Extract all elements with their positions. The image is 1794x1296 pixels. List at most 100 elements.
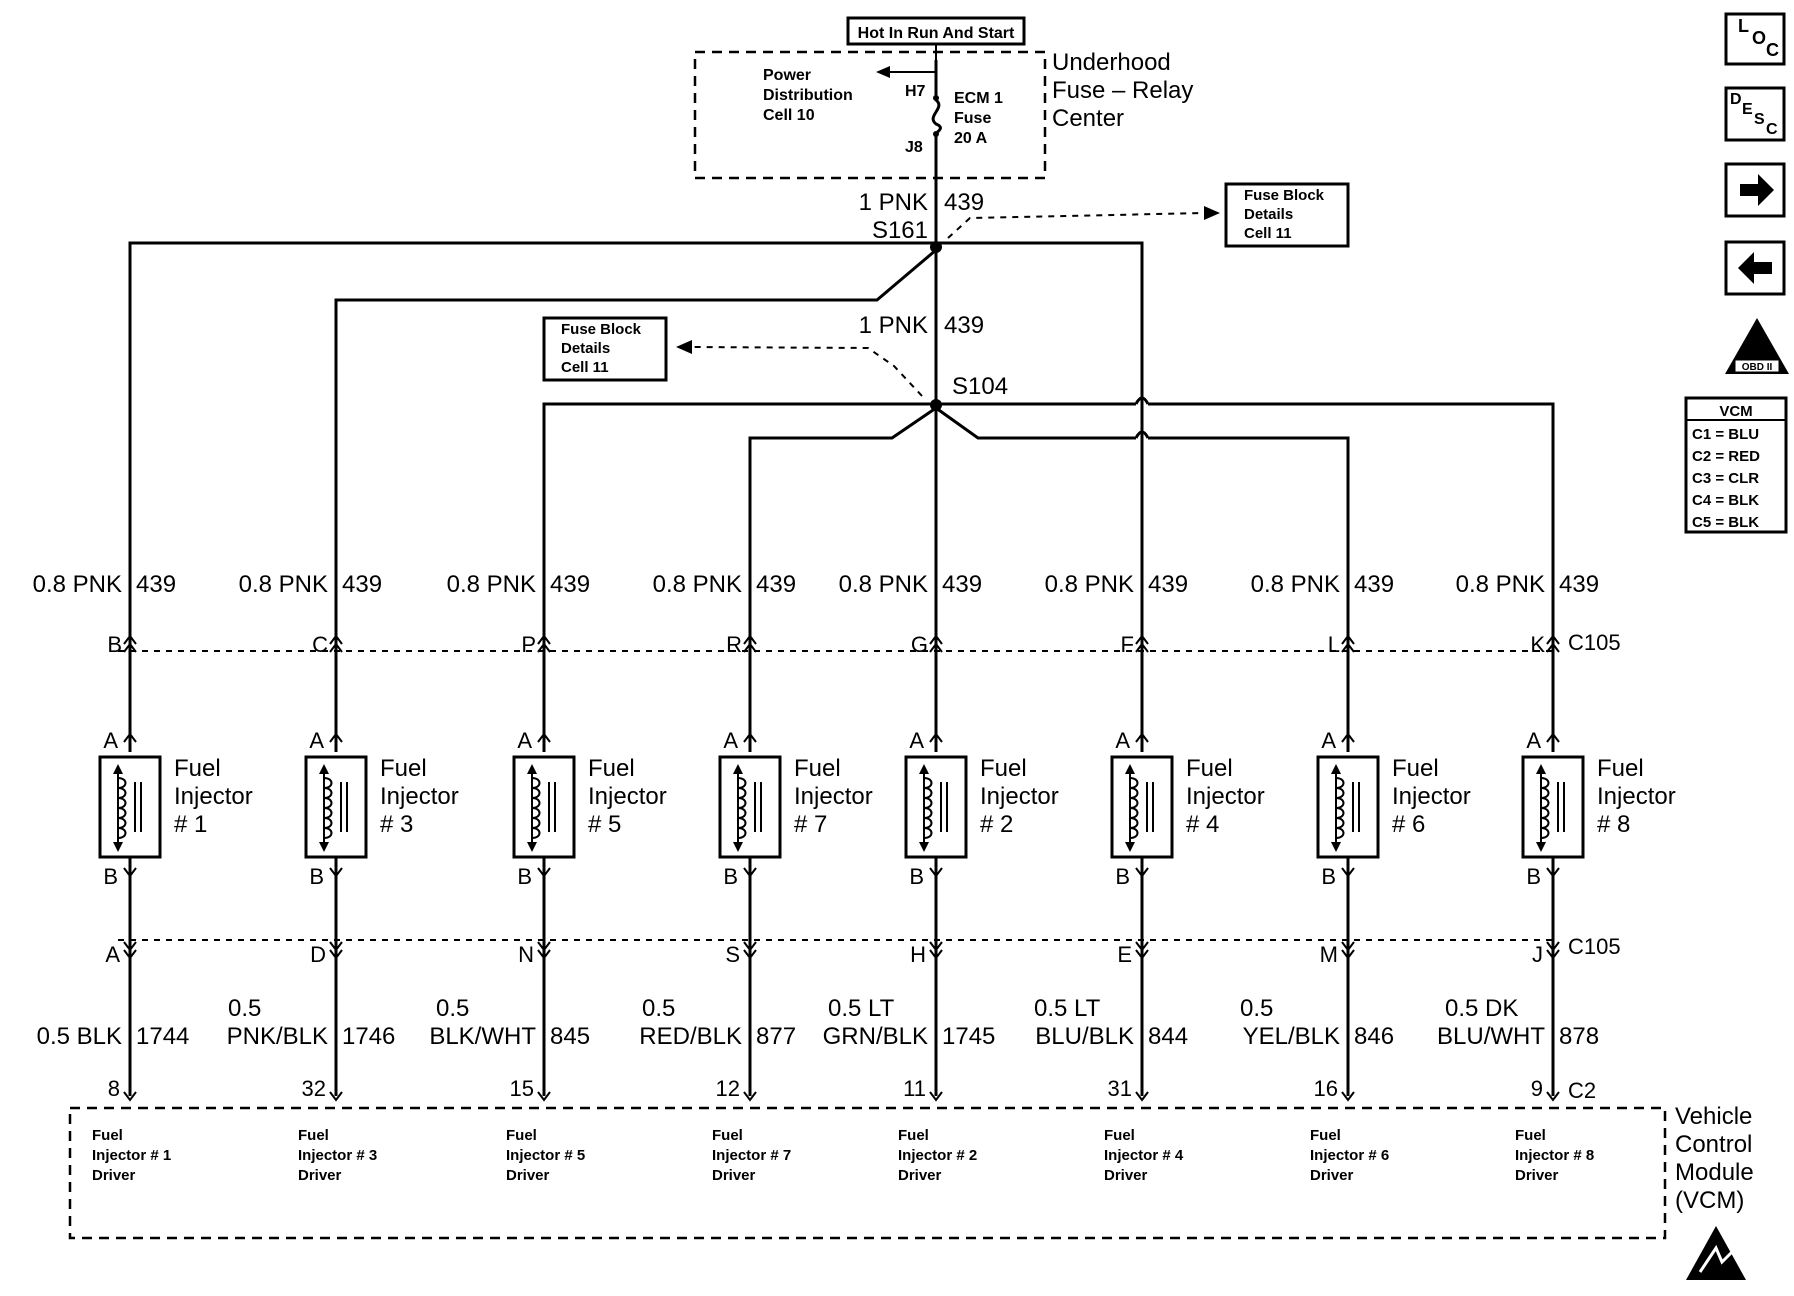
driver-label: Fuel: [1310, 1127, 1341, 1144]
desc-glyph: D: [1730, 91, 1742, 108]
fuse-line: Fuse: [954, 110, 991, 127]
driver-label: Driver: [1310, 1167, 1354, 1184]
arrow-up-icon: [1536, 764, 1546, 774]
next-page-button[interactable]: [1724, 162, 1786, 218]
injector-body: [904, 755, 968, 859]
pin-terminal-icon: [329, 732, 343, 743]
underhood-title-line: Fuse – Relay: [1052, 77, 1193, 104]
connector-terminal-icon: [329, 634, 343, 653]
top-wire-circuit: 439: [1354, 571, 1394, 598]
injector-body: [98, 755, 162, 859]
connector-terminal-icon: [743, 941, 757, 960]
ecm1-fuse-label: ECM 1 Fuse 20 A: [954, 90, 1003, 147]
driver-label: Injector # 6: [1310, 1147, 1389, 1164]
vcm-pin: 32: [302, 1076, 326, 1101]
arrow-up-icon: [319, 764, 329, 774]
loc-glyph: C: [1766, 40, 1779, 60]
pin-terminal-icon: [743, 732, 757, 743]
h7-label: H7: [905, 83, 926, 100]
pin-terminal-icon: [1546, 1091, 1560, 1102]
nav-panel: L O C D E S C OBD II VCM C1 = BLU: [1684, 12, 1789, 1280]
top-wire-gauge: 0.8 PNK: [653, 571, 742, 598]
obd-ii-icon[interactable]: OBD II: [1725, 318, 1789, 374]
driver-label: Fuel: [898, 1127, 929, 1144]
injector-name: # 8: [1597, 811, 1630, 838]
solenoid-coil-icon: [323, 777, 333, 839]
bottom-wire-circuit: 846: [1354, 1023, 1394, 1050]
arrow-up-icon: [919, 764, 929, 774]
arrow-up-icon: [1331, 764, 1341, 774]
pin-terminal-icon: [537, 732, 551, 743]
power-distribution-ref: Power Distribution Cell 10: [763, 67, 853, 124]
prev-page-button[interactable]: [1724, 240, 1786, 296]
mid-wire-gauge: 1 PNK: [859, 312, 928, 339]
driver-label: Driver: [92, 1167, 136, 1184]
desc-button[interactable]: D E S C: [1724, 86, 1786, 142]
driver-label: Driver: [506, 1167, 550, 1184]
vcm-pin: 8: [108, 1076, 120, 1101]
fuse-block-ref-2: [542, 316, 668, 382]
s104-bus-outer: [542, 402, 1555, 705]
top-wire-circuit: 439: [342, 571, 382, 598]
solenoid-coil-icon: [531, 777, 541, 839]
desc-glyph: S: [1754, 111, 1765, 128]
injector-pin-a: A: [517, 728, 532, 753]
pin-terminal-icon: [929, 732, 943, 743]
injector-body: [304, 755, 368, 859]
pin-terminal-icon: [1341, 732, 1355, 743]
pdc-line: Distribution: [763, 87, 853, 104]
c105-bottom-pin: A: [105, 942, 120, 967]
c105-bottom-pin: D: [310, 942, 326, 967]
bottom-wire-gauge: 0.5 BLK: [37, 1023, 122, 1050]
fuse-block-arrow-2: [676, 340, 692, 354]
fuse-block-1-line: Details: [1244, 206, 1293, 223]
pin-terminal-icon: [1135, 1091, 1149, 1102]
top-wire-gauge: 0.8 PNK: [447, 571, 536, 598]
s161-label: S161: [872, 217, 928, 244]
bottom-wire-gauge: 0.5: [436, 995, 469, 1022]
bottom-wire-circuit: 1744: [136, 1023, 189, 1050]
bottom-wire-gauge: 0.5 LT: [1034, 995, 1101, 1022]
arrow-up-icon: [113, 764, 123, 774]
injector-name: Injector: [980, 783, 1059, 810]
pin-terminal-icon: [1135, 732, 1149, 743]
injector-body: [1110, 755, 1174, 859]
driver-label: Injector # 4: [1104, 1147, 1184, 1164]
c105-bottom-pin: J: [1532, 942, 1543, 967]
injector-pin-a: A: [1321, 728, 1336, 753]
fuse-block-2-line: Fuse Block: [561, 321, 642, 338]
bottom-wire-gauge: BLK/WHT: [429, 1023, 536, 1050]
c105-bottom-pin: S: [725, 942, 740, 967]
bottom-wire-circuit: 845: [550, 1023, 590, 1050]
c105-top-pin: L: [1328, 632, 1340, 657]
fuse-block-2-line: Details: [561, 340, 610, 357]
injector-pin-a: A: [723, 728, 738, 753]
bottom-wire-gauge: YEL/BLK: [1243, 1023, 1340, 1050]
top-wire-circuit: 439: [550, 571, 590, 598]
injector-name: Injector: [1186, 783, 1265, 810]
fuse-block-pointer-2: [689, 346, 923, 397]
fuse-icon: [931, 98, 942, 135]
top-wire-gauge: 0.8 PNK: [1045, 571, 1134, 598]
arrow-up-icon: [1125, 764, 1135, 774]
vcm-title: Vehicle Control Module (VCM): [1675, 1103, 1754, 1214]
legend-title: VCM: [1719, 403, 1752, 420]
injector-pin-b: B: [1321, 864, 1336, 889]
bottom-wire-gauge: BLU/WHT: [1437, 1023, 1545, 1050]
connector-terminal-icon: [1341, 941, 1355, 960]
injector-name: Fuel: [1186, 755, 1233, 782]
arrow-down-icon: [1125, 842, 1135, 852]
loc-button[interactable]: L O C: [1724, 12, 1786, 66]
arrow-down-icon: [919, 842, 929, 852]
injector-name: # 5: [588, 811, 621, 838]
legend-row: C4 = BLK: [1692, 492, 1759, 509]
main-wire-circuit: 439: [944, 189, 984, 216]
vcm-title-line: Vehicle: [1675, 1103, 1752, 1130]
vcm-title-line: (VCM): [1675, 1187, 1744, 1214]
injector-name: Fuel: [380, 755, 427, 782]
driver-label: Fuel: [1104, 1127, 1135, 1144]
connector-terminal-icon: [743, 634, 757, 653]
connector-terminal-icon: [123, 941, 137, 960]
injector-name: Injector: [380, 783, 459, 810]
c105-top-pin: B: [107, 632, 122, 657]
